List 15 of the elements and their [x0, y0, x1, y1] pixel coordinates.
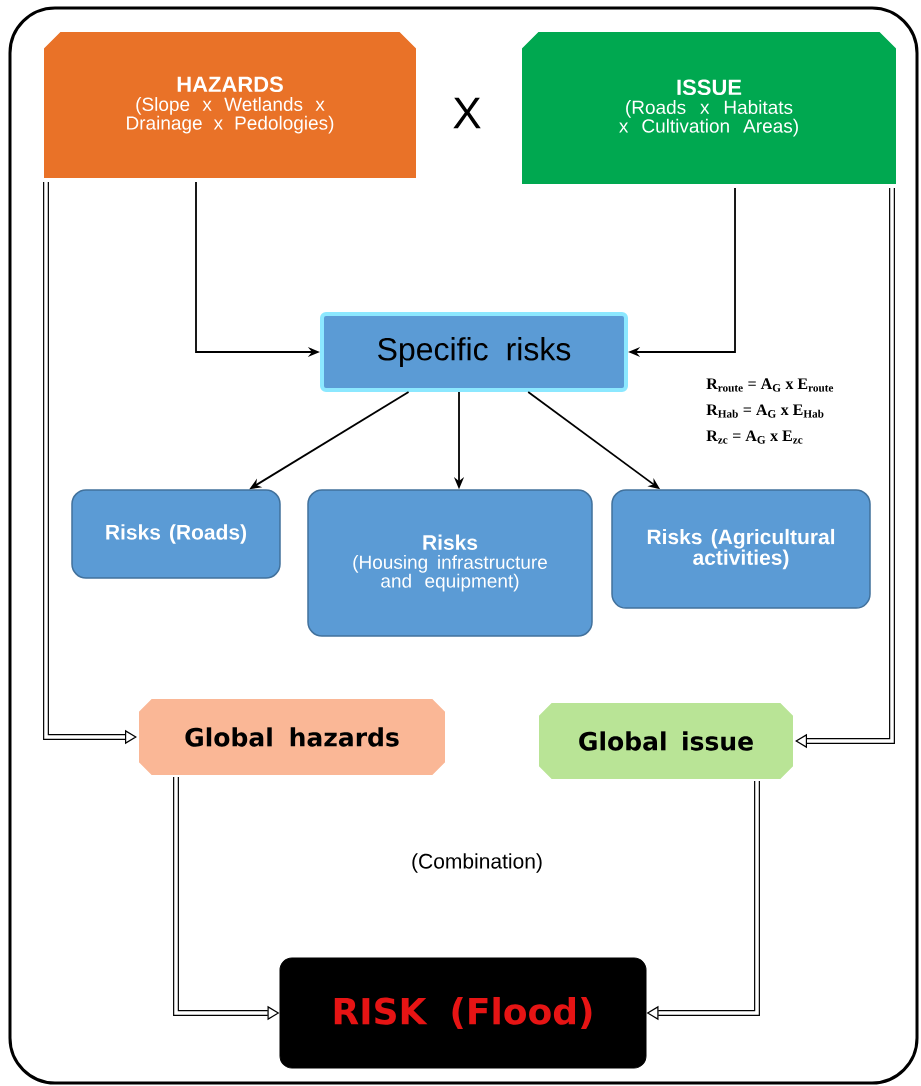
process-box: Specific risks — [320, 312, 628, 392]
risk-box: Risks (Housing infrastructure and equipment) — [307, 489, 593, 637]
issue-box: ISSUE (Roads x Habitats x Cultivation Areas) — [518, 28, 900, 188]
risk-box: RISK (Flood) — [279, 957, 647, 1069]
formula-text: R$_{Hab}$ = A$_{G}$ x E$_{Hab}$ — [706, 404, 824, 418]
formula-text: R$_{zc}$ = A$_{G}$ x E$_{zc}$ — [706, 430, 803, 444]
risk-box: Risks (Roads) — [71, 489, 281, 579]
arrow — [795, 188, 895, 749]
result-box: Global hazards — [137, 697, 447, 777]
result-box: Global issue — [537, 701, 795, 781]
formula-text: R$_{route}$ = A$_{G}$ x E$_{route}$ — [706, 378, 834, 392]
note-text: (Combination) — [412, 853, 542, 873]
hazard-box: HAZARDS (Slope x Wetlands x Drainage x Pedologies) — [40, 28, 420, 182]
operator-sign: X — [453, 97, 481, 129]
risk-box: Risks (Agricultural activities) — [611, 489, 871, 609]
